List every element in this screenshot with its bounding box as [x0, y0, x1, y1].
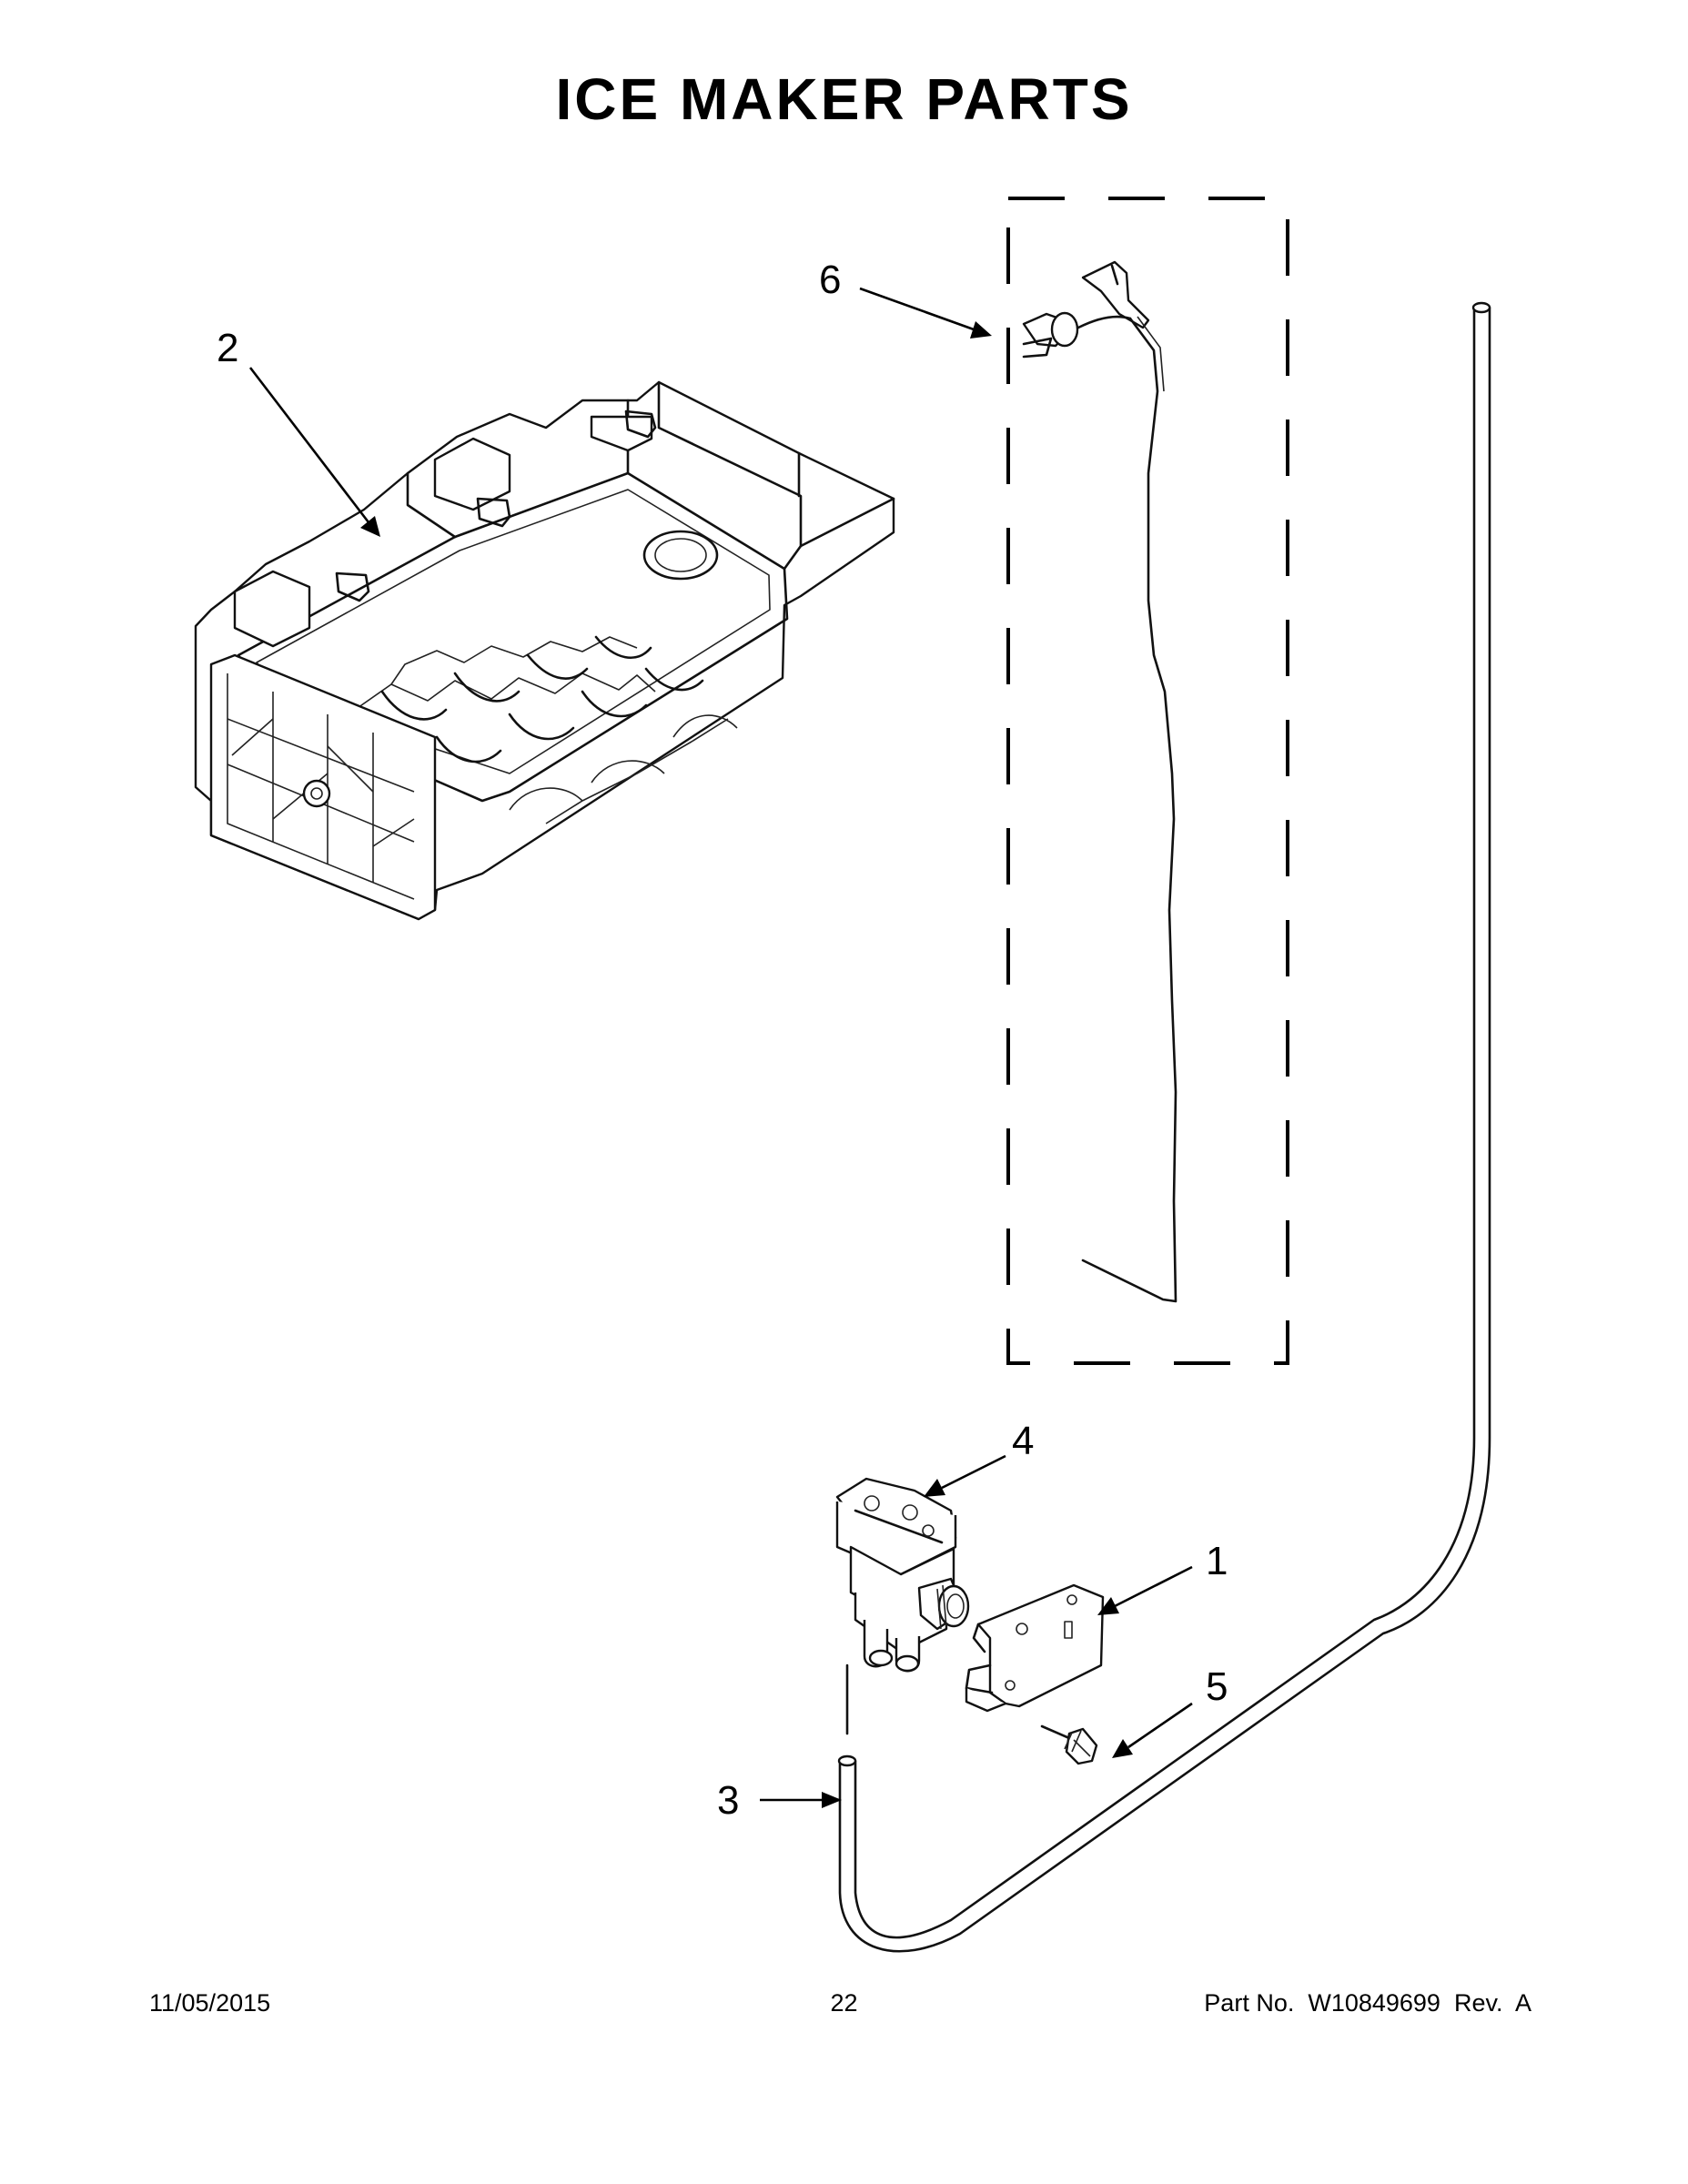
- footer-part-number: Part No. W10849699 Rev. A: [1204, 1989, 1531, 2017]
- ice-maker-assembly-part: [194, 380, 895, 921]
- footer-date: 11/05/2015: [149, 1989, 271, 2017]
- callout-label-1: 1: [1206, 1539, 1228, 1583]
- screw-part: [1040, 1724, 1098, 1765]
- footer-page-number: 22: [830, 1989, 858, 2017]
- water-tube-part: [837, 301, 1491, 1953]
- ice-tray-cavities: [354, 635, 738, 824]
- callout-1-arrow: [1114, 1565, 1193, 1608]
- callout-4-arrowhead: [924, 1479, 945, 1497]
- callout-1-arrowhead: [1097, 1597, 1119, 1615]
- callout-label-4: 4: [1012, 1419, 1034, 1463]
- callout-labels: 2 6 4 1 5 3: [217, 258, 1228, 1823]
- callout-label-5: 5: [1206, 1664, 1228, 1709]
- callout-4-arrow: [941, 1454, 1006, 1490]
- optional-part-dashed-box: [1006, 197, 1289, 1365]
- callout-6-arrowhead: [970, 321, 992, 339]
- valve-bracket-part: [965, 1583, 1105, 1713]
- callout-3-arrowhead: [822, 1792, 842, 1808]
- page-title: ICE MAKER PARTS: [555, 66, 1133, 132]
- callout-2-arrowhead: [360, 516, 380, 537]
- callout-label-6: 6: [819, 258, 841, 302]
- callout-5-arrow: [1127, 1702, 1193, 1749]
- fill-tube-heater-part: [1006, 197, 1289, 1365]
- callout-label-3: 3: [717, 1778, 739, 1823]
- ice-maker-end-cap: [209, 653, 437, 921]
- callout-5-arrowhead: [1112, 1739, 1133, 1758]
- callout-arrows: [248, 287, 1193, 1808]
- callout-label-2: 2: [217, 326, 238, 370]
- callout-6-arrow: [859, 287, 975, 331]
- callout-2-arrow: [248, 367, 370, 523]
- water-valve-part: [835, 1477, 970, 1673]
